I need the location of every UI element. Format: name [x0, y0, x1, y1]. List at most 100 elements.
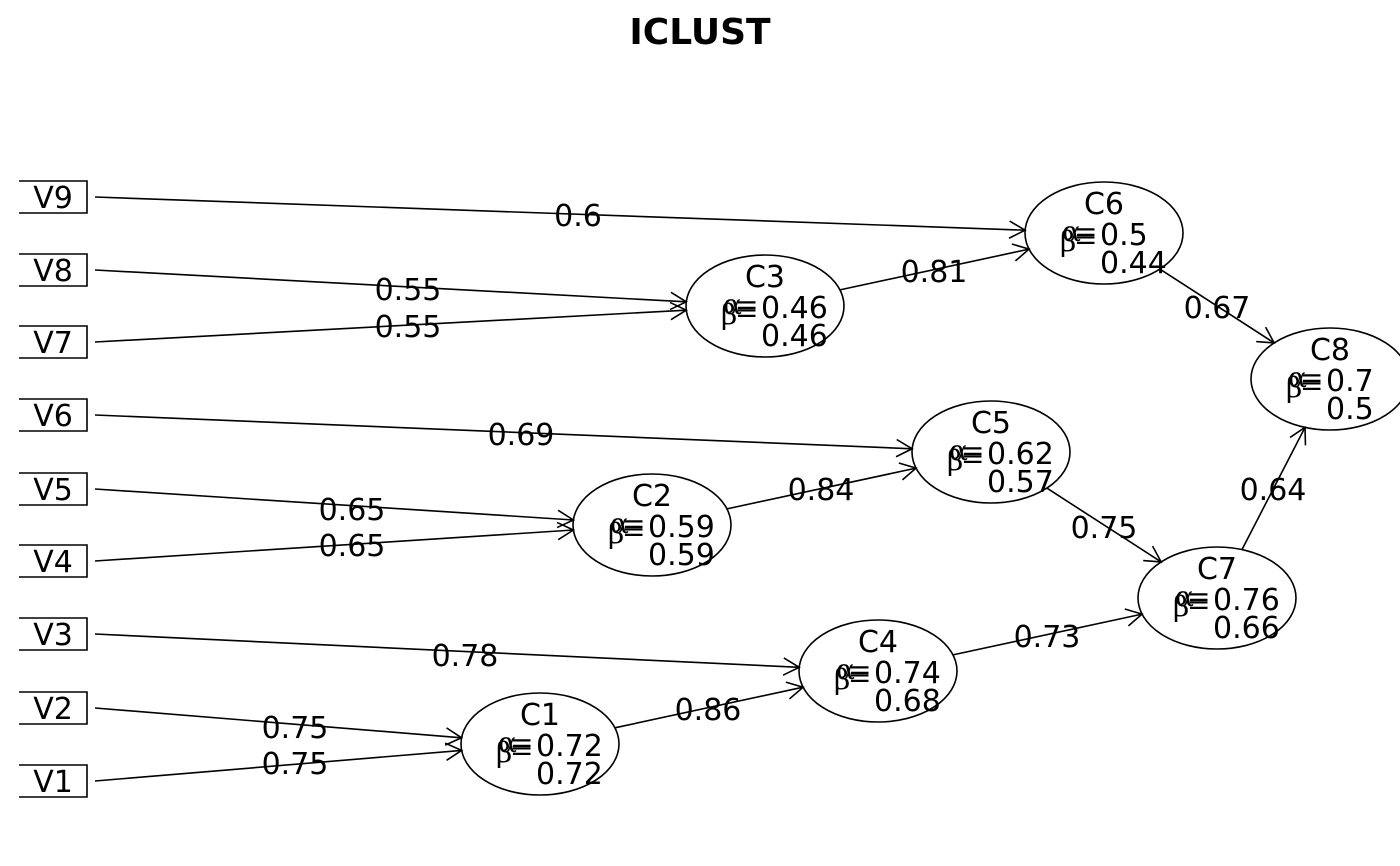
edge-weight-label: 0.69 — [488, 418, 555, 453]
equals-sign: = — [510, 734, 533, 767]
beta-symbol: β — [1060, 225, 1076, 258]
beta-value: 0.66 — [1213, 611, 1280, 646]
variable-box — [19, 180, 88, 214]
variable-box — [19, 691, 88, 725]
alpha-value: 0.74 — [874, 656, 941, 691]
edge-weight-label: 0.73 — [1014, 620, 1081, 655]
equals-sign: = — [510, 726, 533, 759]
edge-line — [1159, 268, 1275, 344]
variable-box — [19, 544, 88, 578]
equals-sign: = — [848, 661, 871, 694]
edge-line — [726, 467, 917, 510]
cluster-ellipse — [1024, 181, 1184, 285]
cluster-ellipse — [685, 254, 845, 358]
cluster-label: C8 — [1310, 333, 1350, 368]
variable-box — [19, 253, 88, 287]
edges-layer — [94, 196, 1307, 782]
edge-line — [1241, 427, 1306, 550]
edge-weight-label: 0.84 — [788, 473, 855, 508]
equals-sign: = — [961, 434, 984, 467]
cluster-ellipse — [572, 473, 732, 577]
diagram-title: ICLUST — [629, 12, 771, 53]
edge-weight-label: 0.6 — [554, 199, 602, 234]
beta-symbol: β — [1286, 371, 1302, 404]
edge-line — [614, 686, 804, 729]
variable-box — [19, 472, 88, 506]
cluster-label: C7 — [1197, 552, 1237, 587]
alpha-symbol: α — [1062, 215, 1081, 248]
cluster-ellipse — [911, 400, 1071, 504]
edge-line — [94, 309, 687, 343]
alpha-symbol: α — [1175, 580, 1194, 613]
beta-value: 0.5 — [1326, 392, 1374, 427]
edge-line — [94, 707, 462, 739]
variable-label: V6 — [33, 399, 73, 434]
variable-node-v1: V1 — [19, 764, 88, 800]
edge-weight-label: 0.75 — [1071, 511, 1138, 546]
cluster-label: C3 — [745, 260, 785, 295]
equals-sign: = — [1187, 588, 1210, 621]
beta-symbol: β — [1173, 590, 1189, 623]
equals-sign: = — [1300, 369, 1323, 402]
cluster-ellipse — [1137, 546, 1297, 650]
variable-box — [19, 764, 88, 798]
equals-sign: = — [1300, 361, 1323, 394]
alpha-value: 0.7 — [1326, 364, 1374, 399]
alpha-value: 0.46 — [761, 291, 828, 326]
equals-sign: = — [735, 288, 758, 321]
variable-label: V5 — [33, 473, 73, 508]
cluster-label: C5 — [971, 406, 1011, 441]
edge-weight-label: 0.65 — [319, 529, 386, 564]
edge-weight-label: 0.65 — [319, 493, 386, 528]
edge-line — [94, 196, 1026, 232]
edge-line — [94, 749, 462, 782]
alpha-value: 0.59 — [648, 510, 715, 545]
beta-value: 0.46 — [761, 319, 828, 354]
edge-line — [94, 269, 687, 303]
variable-label: V3 — [33, 618, 73, 653]
cluster-label: C4 — [858, 625, 898, 660]
equals-sign: = — [735, 296, 758, 329]
variable-node-v5: V5 — [19, 472, 88, 508]
variable-node-v2: V2 — [19, 691, 88, 727]
cluster-label: C6 — [1084, 187, 1124, 222]
alpha-symbol: α — [498, 726, 517, 759]
alpha-value: 0.76 — [1213, 583, 1280, 618]
edge-weight-label: 0.78 — [432, 639, 499, 674]
nodes-layer: V9V8V7V6V5V4V3V2V1C1αβ==0.720.72C2αβ==0.… — [19, 180, 1400, 800]
edge-line — [94, 529, 574, 562]
beta-symbol: β — [834, 663, 850, 696]
edge-line — [94, 488, 574, 521]
beta-symbol: β — [947, 444, 963, 477]
variable-box — [19, 325, 88, 359]
variable-node-v3: V3 — [19, 617, 88, 653]
variable-label: V2 — [33, 692, 73, 727]
alpha-symbol: α — [949, 434, 968, 467]
variable-box — [19, 398, 88, 432]
edge-weight-label: 0.86 — [675, 693, 742, 728]
edge-line — [94, 633, 800, 669]
variable-label: V9 — [33, 181, 73, 216]
edge-line — [952, 613, 1143, 656]
edge-line — [1046, 487, 1162, 563]
alpha-value: 0.62 — [987, 437, 1054, 472]
beta-value: 0.44 — [1100, 246, 1167, 281]
variable-label: V7 — [33, 326, 73, 361]
cluster-ellipse — [460, 692, 620, 796]
equals-sign: = — [848, 653, 871, 686]
edge-line — [839, 248, 1030, 291]
variable-label: V1 — [33, 765, 73, 800]
alpha-value: 0.5 — [1100, 218, 1148, 253]
variable-node-v4: V4 — [19, 544, 88, 580]
cluster-label: C1 — [520, 698, 560, 733]
edge-weight-label: 0.55 — [375, 273, 442, 308]
alpha-symbol: α — [610, 507, 629, 540]
beta-symbol: β — [608, 517, 624, 550]
equals-sign: = — [961, 442, 984, 475]
